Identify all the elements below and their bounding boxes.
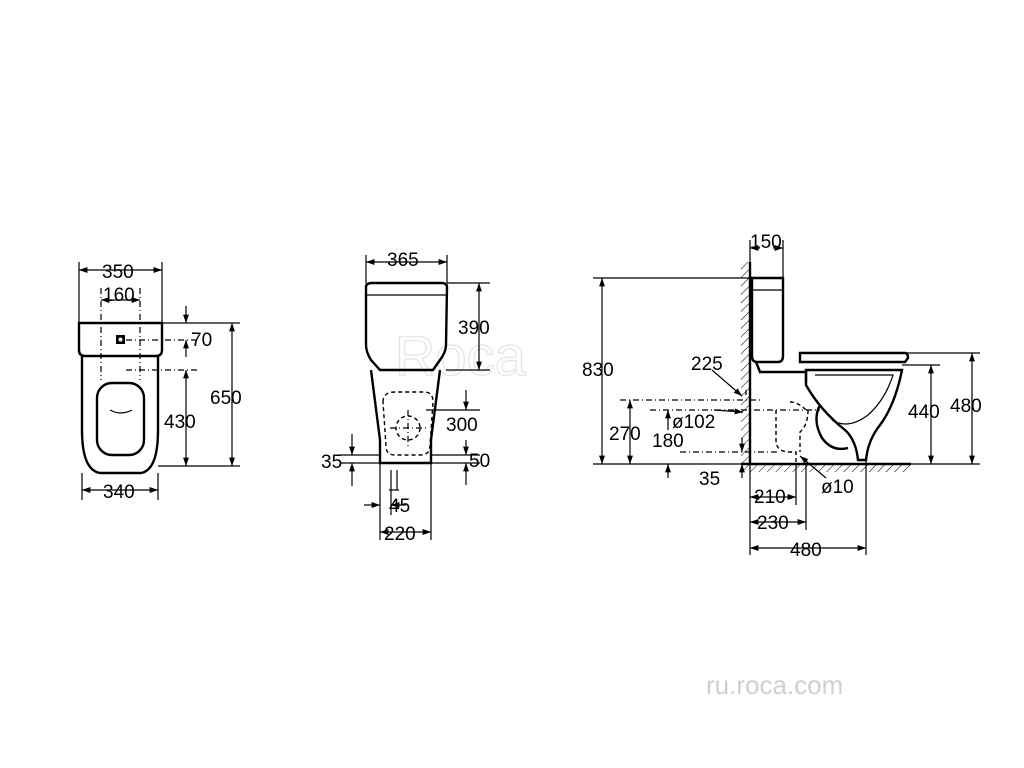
side-seat <box>798 351 910 364</box>
front-outlet-hidden <box>382 391 434 456</box>
dim-180: 180 <box>652 431 684 452</box>
dim-270: 270 <box>609 424 641 445</box>
dim-390: 390 <box>458 318 490 339</box>
dim-220: 220 <box>384 524 416 545</box>
dim-340: 340 <box>103 482 135 503</box>
dim-480-width: 480 <box>790 540 822 561</box>
top-seat-hinge <box>109 409 133 414</box>
dim-35-side: 35 <box>699 469 720 490</box>
side-bowl-outline <box>804 368 904 462</box>
dim-150: 150 <box>750 232 782 253</box>
dim-50: 50 <box>469 451 490 472</box>
roca-logo-watermark: Roca <box>395 324 527 387</box>
dim-830: 830 <box>582 360 614 381</box>
dim-dia10: ø10 <box>821 477 854 498</box>
dim-365: 365 <box>387 250 419 271</box>
side-outlet-hidden <box>775 410 797 464</box>
dim-430: 430 <box>164 412 196 433</box>
front-base-outline <box>369 369 442 465</box>
top-view: 350 160 340 70 430 650 <box>77 262 242 503</box>
side-connector <box>754 361 808 382</box>
dim-70: 70 <box>191 330 212 351</box>
dim-480-height: 480 <box>950 396 982 417</box>
dim-300: 300 <box>446 415 478 436</box>
dim-350: 350 <box>102 262 134 283</box>
floor-hatch <box>741 464 911 472</box>
site-watermark: ru.roca.com <box>706 670 843 700</box>
dim-230: 230 <box>757 513 789 534</box>
wall-hatch <box>741 262 750 464</box>
top-bowl-outline <box>80 356 160 475</box>
dim-dia102: ø102 <box>672 412 715 433</box>
dim-45: 45 <box>389 496 410 517</box>
front-view: 365 390 300 35 50 45 220 <box>321 250 490 545</box>
side-view: 150 830 225 ø102 270 180 35 440 480 210 … <box>582 232 982 561</box>
side-tank-outline <box>750 276 785 364</box>
side-trap <box>815 404 849 451</box>
top-tank-outline <box>77 321 164 358</box>
front-tank-outline <box>364 281 449 372</box>
dim-160: 160 <box>103 285 135 306</box>
dim-210: 210 <box>754 487 786 508</box>
top-seat-opening <box>95 381 146 457</box>
dim-225: 225 <box>691 354 723 375</box>
dim-440: 440 <box>908 402 940 423</box>
dim-650: 650 <box>210 388 242 409</box>
dim-35-front: 35 <box>321 452 342 473</box>
